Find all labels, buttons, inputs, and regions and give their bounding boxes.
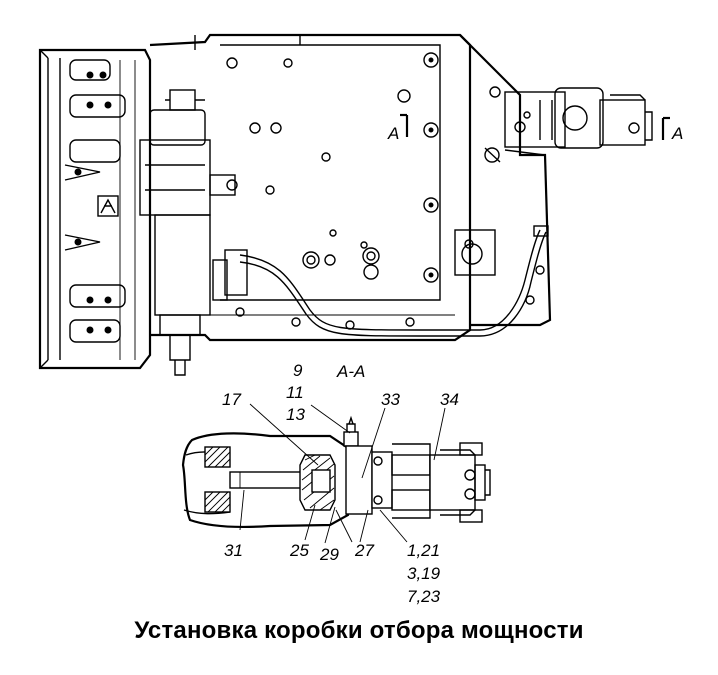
pto-body	[345, 443, 431, 519]
pto-pump-34	[429, 442, 491, 523]
callout-7-23: 7,23	[407, 587, 441, 606]
callout-33: 33	[381, 390, 400, 409]
section-view-title: А-А	[336, 362, 365, 381]
clutch-housing	[38, 48, 152, 370]
gearbox-housing	[149, 33, 472, 342]
callout-29: 29	[319, 545, 339, 564]
shaft-31	[229, 471, 311, 489]
callout-1-21: 1,21	[407, 541, 440, 560]
callout-11: 11	[286, 383, 304, 402]
callout-9: 9	[293, 361, 303, 380]
breather-valve	[343, 415, 359, 447]
callout-31: 31	[224, 541, 243, 560]
gear-hub	[299, 454, 336, 511]
callout-25: 25	[289, 541, 309, 560]
shift-mechanism	[139, 89, 238, 376]
callout-34: 34	[440, 390, 459, 409]
kamaz-logo-icon	[97, 195, 119, 217]
gearbox-rear-cover	[454, 34, 552, 327]
section-line-marks: А А	[387, 113, 683, 143]
callout-3-19: 3,19	[407, 564, 441, 583]
bearing-upper	[204, 446, 231, 468]
callout-17: 17	[222, 390, 241, 409]
callout-leaders	[239, 403, 446, 544]
section-mark-right: А	[671, 124, 683, 143]
bearing-lower	[204, 491, 231, 513]
gearbox-assembly-view: А А	[38, 33, 683, 376]
figure-caption: Установка коробки отбора мощности	[134, 617, 584, 644]
callout-27: 27	[354, 541, 374, 560]
section-a-a-view: А-А	[181, 361, 491, 606]
oil-pipe	[212, 225, 549, 337]
power-take-off-unit	[504, 87, 653, 149]
section-mark-left: А	[387, 124, 399, 143]
callout-13: 13	[286, 405, 305, 424]
